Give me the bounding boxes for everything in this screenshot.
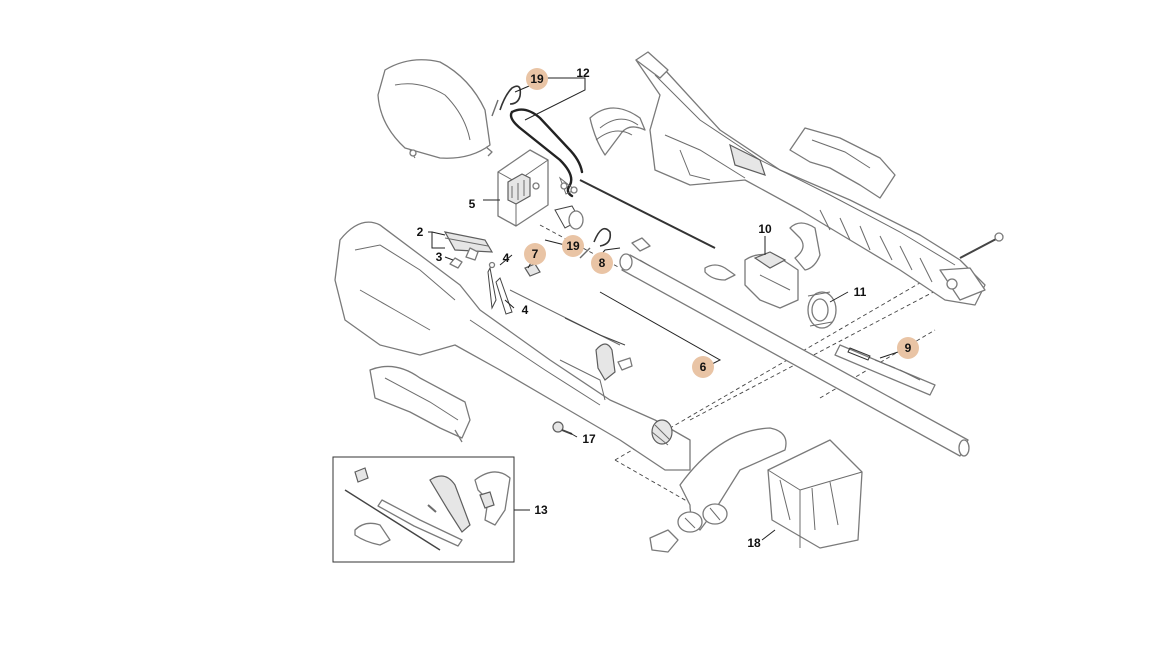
callout-5: 5 (469, 197, 476, 211)
callout-6: 6 (700, 360, 707, 374)
inset-13 (332, 456, 515, 563)
callout-17: 17 (582, 432, 596, 446)
loop-handle (649, 427, 787, 553)
drive-shaft-tube (619, 253, 970, 457)
callout-12: 12 (576, 66, 590, 80)
callout-highlights (524, 68, 919, 378)
callout-highlight (897, 337, 919, 359)
tube-cap (631, 237, 651, 252)
control-box (497, 149, 549, 227)
engine-cover (377, 59, 493, 159)
callout-11: 11 (854, 285, 867, 299)
cable-assembly (509, 108, 716, 249)
boom-housing (334, 221, 691, 471)
callout-highlight (526, 68, 548, 90)
callout-7: 7 (532, 247, 539, 261)
ring-nut (807, 291, 837, 329)
connector-bracket (509, 205, 621, 346)
side-guard (789, 127, 896, 199)
decal-strip (834, 344, 936, 396)
callout-3: 3 (436, 250, 443, 264)
callout-10: 10 (758, 222, 772, 236)
cable-tie-lower (579, 227, 612, 259)
callout-labels: 19 12 5 2 3 4 4 7 19 8 10 11 9 6 17 13 1… (417, 66, 912, 550)
cable-tie-top (491, 85, 522, 117)
screw-17 (552, 421, 573, 435)
bracket-top (589, 107, 646, 156)
clip-bracket (789, 222, 821, 271)
springs (487, 261, 513, 315)
callout-13: 13 (534, 503, 548, 517)
callout-4-lower: 4 (522, 303, 529, 317)
callout-18: 18 (747, 536, 761, 550)
callout-19-top: 19 (530, 72, 544, 86)
callout-highlight (524, 243, 546, 265)
latch-assembly (443, 231, 494, 269)
callout-4-upper: 4 (503, 251, 510, 265)
chassis-frame (635, 51, 986, 306)
callout-9: 9 (905, 341, 912, 355)
hand-grip (369, 365, 471, 443)
bolt-right (959, 232, 1004, 259)
callout-8: 8 (599, 256, 606, 270)
switch-housing (704, 251, 799, 309)
callout-highlight (562, 235, 584, 257)
guard-18 (767, 439, 863, 549)
callout-2: 2 (417, 225, 424, 239)
throttle-lever (564, 317, 633, 381)
callout-highlight (692, 356, 714, 378)
callout-highlight (591, 252, 613, 274)
callout-19-lower: 19 (566, 239, 580, 253)
